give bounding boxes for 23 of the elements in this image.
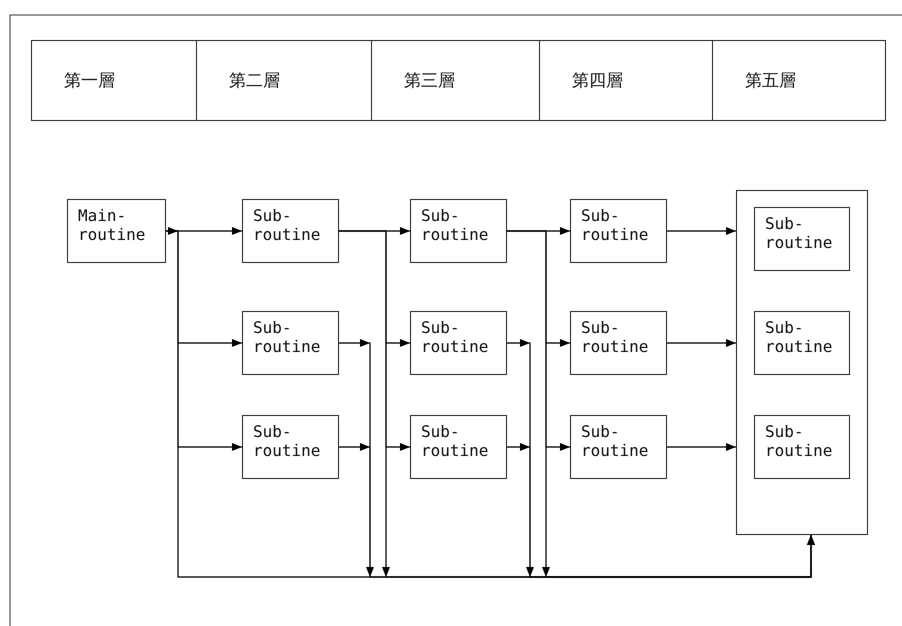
routine-box: Sub- routine	[410, 415, 507, 479]
routine-box: Sub- routine	[410, 199, 507, 263]
arrow	[667, 443, 736, 451]
layer-header-cell: 第四層	[539, 40, 713, 121]
routine-box: Sub- routine	[570, 199, 667, 263]
routine-box: Main- routine	[67, 199, 166, 263]
arrow	[667, 227, 736, 235]
routine-box: Sub- routine	[570, 311, 667, 375]
routine-box: Sub- routine	[754, 311, 850, 375]
layer-header-cell: 第三層	[371, 40, 540, 121]
routine-box: Sub- routine	[242, 415, 339, 479]
arrow	[507, 446, 815, 578]
layer-header-cell: 第五層	[712, 40, 886, 121]
routine-box: Sub- routine	[410, 311, 507, 375]
layer-header-cell: 第一層	[31, 40, 197, 121]
routine-box: Sub- routine	[754, 415, 850, 479]
layer-header-cell: 第二層	[196, 40, 372, 121]
container-box	[736, 190, 868, 535]
routine-box: Sub- routine	[754, 207, 850, 271]
routine-box: Sub- routine	[242, 311, 339, 375]
arrow	[667, 339, 736, 347]
routine-box: Sub- routine	[242, 199, 339, 263]
routine-box: Sub- routine	[570, 415, 667, 479]
